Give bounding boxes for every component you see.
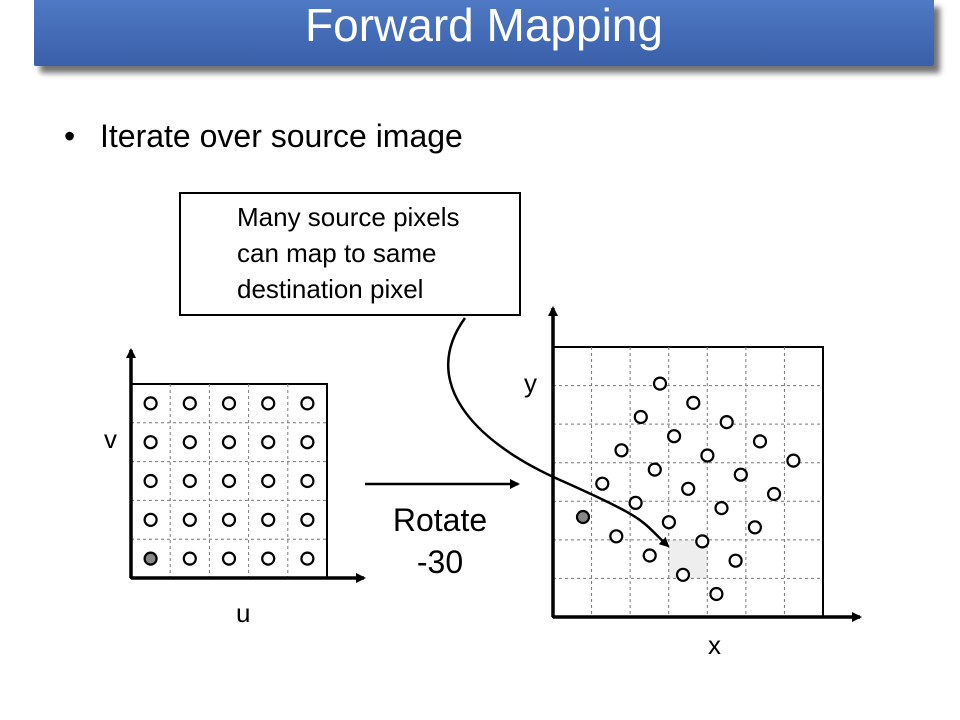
- source-pixel: [300, 396, 315, 411]
- mapped-pixel: [719, 415, 734, 430]
- callout-line-1: Many source pixels: [237, 202, 460, 232]
- source-pixel: [221, 435, 237, 450]
- source-pixel: [300, 551, 315, 566]
- axis-label-v: v: [104, 424, 117, 454]
- source-pixel: [182, 396, 197, 411]
- source-pixel: [143, 396, 158, 411]
- source-pixel: [143, 473, 158, 489]
- mapped-pixel: [714, 501, 729, 516]
- callout-connector: [446, 317, 670, 548]
- mapped-pixel: [647, 462, 662, 477]
- mapped-pixel: [628, 495, 643, 510]
- mapped-pixel: [752, 434, 768, 449]
- rotate-label: Rotate: [392, 502, 488, 538]
- source-pixel-highlighted: [143, 551, 158, 566]
- source-pixel: [182, 435, 197, 450]
- mapped-pixel: [633, 409, 648, 425]
- source-pixel: [261, 473, 276, 489]
- source-pixel: [300, 435, 315, 450]
- source-grid: [126, 348, 366, 583]
- mapped-pixel: [652, 376, 668, 391]
- mapped-pixel: [695, 534, 710, 549]
- mapped-pixel-highlighted: [575, 509, 591, 525]
- source-pixel: [182, 473, 197, 489]
- rotate-angle: -30: [416, 544, 464, 580]
- source-pixel: [261, 512, 276, 527]
- mapped-pixel: [700, 448, 715, 463]
- axis-label-x: x: [708, 630, 721, 660]
- mapped-pixel: [675, 567, 691, 582]
- mapped-pixel: [728, 553, 743, 568]
- source-pixel: [143, 435, 158, 450]
- slide-title: Forward Mapping: [305, 0, 663, 51]
- mapped-pixel: [661, 515, 677, 530]
- source-pixel: [221, 396, 237, 411]
- source-pixel: [143, 512, 158, 527]
- mapped-pixel: [733, 467, 748, 482]
- destination-grid: [548, 306, 862, 622]
- mapped-pixel: [709, 586, 724, 602]
- title-bar: Forward Mapping: [34, 0, 934, 66]
- source-pixel: [221, 512, 237, 527]
- axis-label-u: u: [236, 598, 251, 628]
- source-pixel: [261, 435, 276, 450]
- callout-box: Many source pixels can map to same desti…: [179, 192, 521, 316]
- source-pixel: [182, 512, 197, 527]
- mapped-pixel: [666, 429, 682, 444]
- source-pixel: [261, 551, 276, 566]
- source-pixel: [300, 473, 315, 489]
- mapped-pixel: [614, 443, 629, 458]
- callout-line-3: destination pixel: [237, 274, 424, 304]
- bullet-text: Iterate over source image: [100, 118, 463, 154]
- mapped-pixel: [786, 453, 801, 468]
- mapped-pixel: [609, 529, 624, 544]
- callout-line-2: can map to same: [237, 238, 437, 268]
- source-pixel: [221, 473, 237, 489]
- mapped-pixel: [681, 481, 696, 496]
- source-pixel: [300, 512, 315, 527]
- source-pixel: [221, 551, 237, 566]
- mapped-pixel: [642, 548, 657, 563]
- mapped-pixel: [747, 520, 763, 535]
- bullet-marker: •: [64, 118, 76, 154]
- mapped-pixel: [595, 476, 610, 491]
- source-pixel: [261, 396, 276, 411]
- mapped-pixel: [686, 395, 701, 410]
- mapped-pixel: [766, 486, 782, 502]
- source-pixel: [182, 551, 197, 566]
- axis-label-y: y: [524, 368, 537, 398]
